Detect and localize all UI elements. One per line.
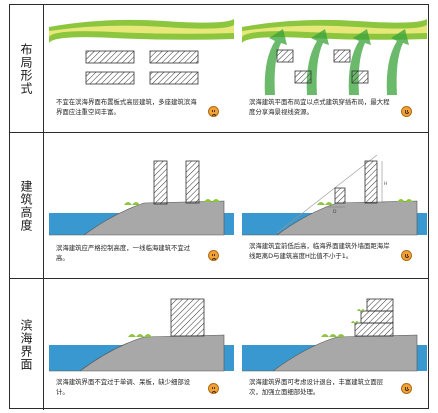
river-band (49, 25, 234, 37)
point-building (333, 49, 351, 63)
layout-good-figure (242, 19, 427, 95)
interface-good-caption: 滨海建筑界面可考虑设计退台，丰富建筑立面层次，加强立面细部处理。 (249, 378, 384, 396)
layout-bad-caption: 不宜在滨海界面布置板式高层建筑，多座建筑滨海界面应注重空间丰富。 (56, 98, 197, 116)
height-good-cell: H D 滨海建筑宜前低后高，临海界面建筑外墙面距海岸线距离D与建筑高度H比值不小… (237, 133, 430, 278)
layout-good-caption: 滨海建筑平面布局宜以点式建筑穿插布局，最大程度分享海景视线资源。 (249, 98, 390, 116)
rear-tall-building (364, 160, 378, 204)
interface-bad-cell: 滨海建筑界面不宜过于单调、呆板，缺少细部设计。 (44, 279, 237, 410)
tall-building (185, 160, 200, 204)
row-building-height: 建筑高度 滨海建筑应严格控制高度，一线临海建筑不宜过高。 (10, 133, 428, 279)
terrace-plant (357, 309, 365, 311)
shrub (317, 202, 333, 205)
height-good-caption: 滨海建筑宜前低后高，临海界面建筑外墙面距海岸线距离D与建筑高度H比值不小于1。 (249, 242, 390, 260)
height-good-figure: H D (242, 154, 427, 236)
layout-good-cell: 滨海建筑平面布局宜以点式建筑穿插布局，最大程度分享海景视线资源。 (237, 5, 430, 132)
land-section (49, 200, 225, 236)
sad-face-icon (208, 250, 219, 261)
interface-good-figure (242, 298, 427, 372)
view-slope-line (276, 154, 378, 234)
height-bad-cell: 滨海建筑应严格控制高度，一线临海建筑不宜过高。 (44, 133, 237, 278)
river-band (242, 25, 427, 37)
happy-face-icon (401, 106, 412, 117)
happy-face-icon (401, 383, 412, 394)
low-building (334, 187, 346, 204)
view-arrow-icon (386, 29, 409, 95)
row-waterfront-interface: 滨海界面 滨海建筑界面不宜过于单调、呆板，缺少细部设计。 (10, 279, 428, 410)
view-arrow-icon (306, 29, 329, 95)
shrub (321, 334, 345, 337)
sad-face-icon (208, 106, 219, 117)
row-label-layout: 布局形式 (10, 5, 44, 132)
row-label-height: 建筑高度 (10, 133, 44, 278)
monotonous-facade-building (170, 298, 205, 337)
slab-building (85, 50, 135, 64)
row-label-interface: 滨海界面 (10, 279, 44, 410)
tall-building (153, 160, 168, 205)
interface-good-cell: 滨海建筑界面可考虑设计退台，丰富建筑立面层次，加强立面细部处理。 (237, 279, 430, 410)
height-bad-figure (49, 160, 234, 236)
sad-face-icon (208, 383, 219, 394)
shrub (204, 199, 220, 202)
terrace-plant (351, 321, 359, 323)
shrub (397, 199, 413, 202)
slab-building (85, 71, 135, 85)
interface-bad-caption: 滨海建筑界面不宜过于单调、呆板，缺少细部设计。 (56, 378, 191, 396)
shrub (124, 202, 140, 205)
layout-bad-cell: 不宜在滨海界面布置板式高层建筑，多座建筑滨海界面应注重空间丰富。 (44, 5, 237, 132)
point-building (294, 70, 312, 84)
shrub (128, 334, 152, 337)
happy-face-icon (401, 250, 412, 261)
row-layout-form: 布局形式 不宜在滨海界面布置板式高层建筑，多座建筑滨海界面应注重空间丰富。 (10, 5, 428, 133)
design-guideline-table: 布局形式 不宜在滨海界面布置板式高层建筑，多座建筑滨海界面应注重空间丰富。 (9, 4, 429, 410)
terrace-level (366, 298, 394, 312)
terrace-level (354, 322, 394, 337)
point-building (276, 49, 294, 63)
slab-building (149, 50, 199, 64)
point-building (351, 70, 369, 84)
height-dimension-label: H (384, 181, 387, 187)
distance-dimension-label: D (333, 209, 337, 215)
view-arrow-icon (264, 29, 287, 95)
interface-bad-figure (49, 298, 234, 372)
terrace-level (360, 310, 394, 324)
height-bad-caption: 滨海建筑应严格控制高度，一线临海建筑不宜过高。 (56, 244, 191, 262)
slab-building (149, 71, 199, 85)
layout-bad-figure (49, 19, 234, 85)
